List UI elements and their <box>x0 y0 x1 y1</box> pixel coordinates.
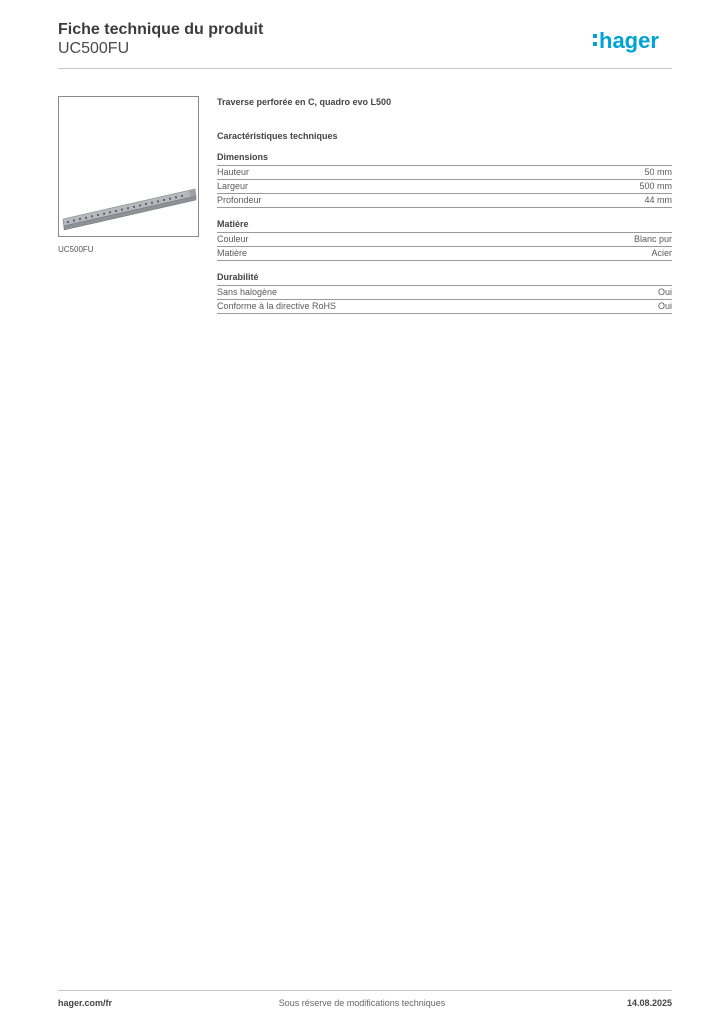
section-title-dimensions: Dimensions <box>217 152 672 166</box>
image-caption: UC500FU <box>58 245 94 254</box>
footer-website-link[interactable]: hager.com/fr <box>58 998 113 1008</box>
product-image <box>62 188 197 231</box>
section-title-material: Matière <box>217 219 672 233</box>
spec-value: 500 mm <box>639 181 672 191</box>
footer-notice: Sous réserve de modifications techniques <box>278 998 446 1008</box>
spec-label: Largeur <box>217 181 249 191</box>
svg-text:hager: hager <box>599 28 659 53</box>
spec-value: 44 mm <box>644 195 672 205</box>
tech-specs-heading: Caractéristiques techniques <box>217 131 338 141</box>
footer-date: 14.08.2025 <box>626 998 672 1008</box>
spec-value: Acier <box>651 248 672 258</box>
spec-value: Oui <box>657 287 672 297</box>
spec-row: Sans halogène Oui <box>217 286 672 300</box>
spec-label: Profondeur <box>217 195 262 205</box>
spec-value: Blanc pur <box>633 234 672 244</box>
spec-label: Sans halogène <box>217 287 278 297</box>
section-title-durability: Durabilité <box>217 272 672 286</box>
product-reference: UC500FU <box>58 40 130 57</box>
spec-label: Matière <box>217 248 248 258</box>
header-divider <box>58 68 672 69</box>
spec-row: Couleur Blanc pur <box>217 233 672 247</box>
spec-row: Conforme à la directive RoHS Oui <box>217 300 672 314</box>
spec-row: Matière Acier <box>217 247 672 261</box>
spec-row: Hauteur 50 mm <box>217 166 672 180</box>
spec-value: 50 mm <box>644 167 672 177</box>
hager-logo: hager <box>593 28 659 53</box>
spec-row: Largeur 500 mm <box>217 180 672 194</box>
product-image-frame <box>58 96 199 237</box>
page-title: Fiche technique du produit <box>58 21 264 38</box>
footer-divider <box>58 990 672 991</box>
product-description: Traverse perforée en C, quadro evo L500 <box>217 97 392 107</box>
spec-value: Oui <box>657 301 672 311</box>
spec-label: Hauteur <box>217 167 250 177</box>
spec-row: Profondeur 44 mm <box>217 194 672 208</box>
product-specs: Traverse perforée en C, quadro evo L500 … <box>217 96 672 314</box>
spec-label: Couleur <box>217 234 249 244</box>
spec-label: Conforme à la directive RoHS <box>217 301 337 311</box>
